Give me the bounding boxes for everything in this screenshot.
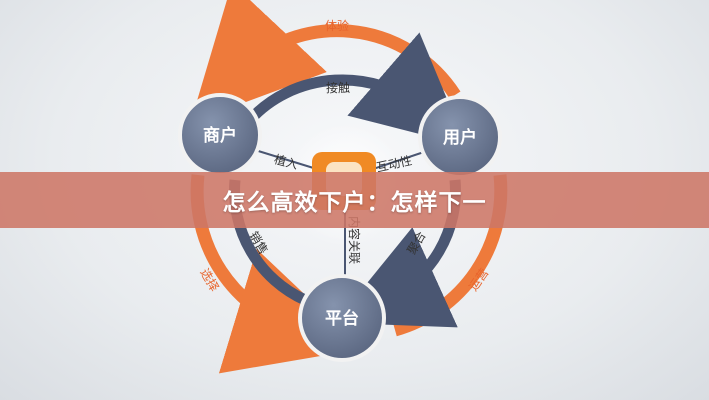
- label-experience: 体验: [325, 18, 349, 33]
- node-merchant: 商户: [178, 93, 262, 177]
- node-platform: 平台: [298, 274, 386, 362]
- node-user-label: 用户: [443, 127, 477, 148]
- spoke-merchant: [254, 149, 321, 171]
- inner-arc-top: [245, 32, 467, 146]
- node-merchant-label: 商户: [203, 125, 237, 146]
- node-platform-label: 平台: [325, 308, 359, 329]
- title-banner: 怎么高效下户：怎样下一: [0, 172, 709, 228]
- banner-title: 怎么高效下户：怎样下一: [222, 190, 487, 216]
- label-implant: 植入: [273, 151, 300, 172]
- label-aggregation: 聚合: [404, 229, 429, 257]
- label-contact: 接触: [326, 80, 350, 95]
- spoke-user: [369, 149, 431, 171]
- node-user: 用户: [418, 95, 502, 179]
